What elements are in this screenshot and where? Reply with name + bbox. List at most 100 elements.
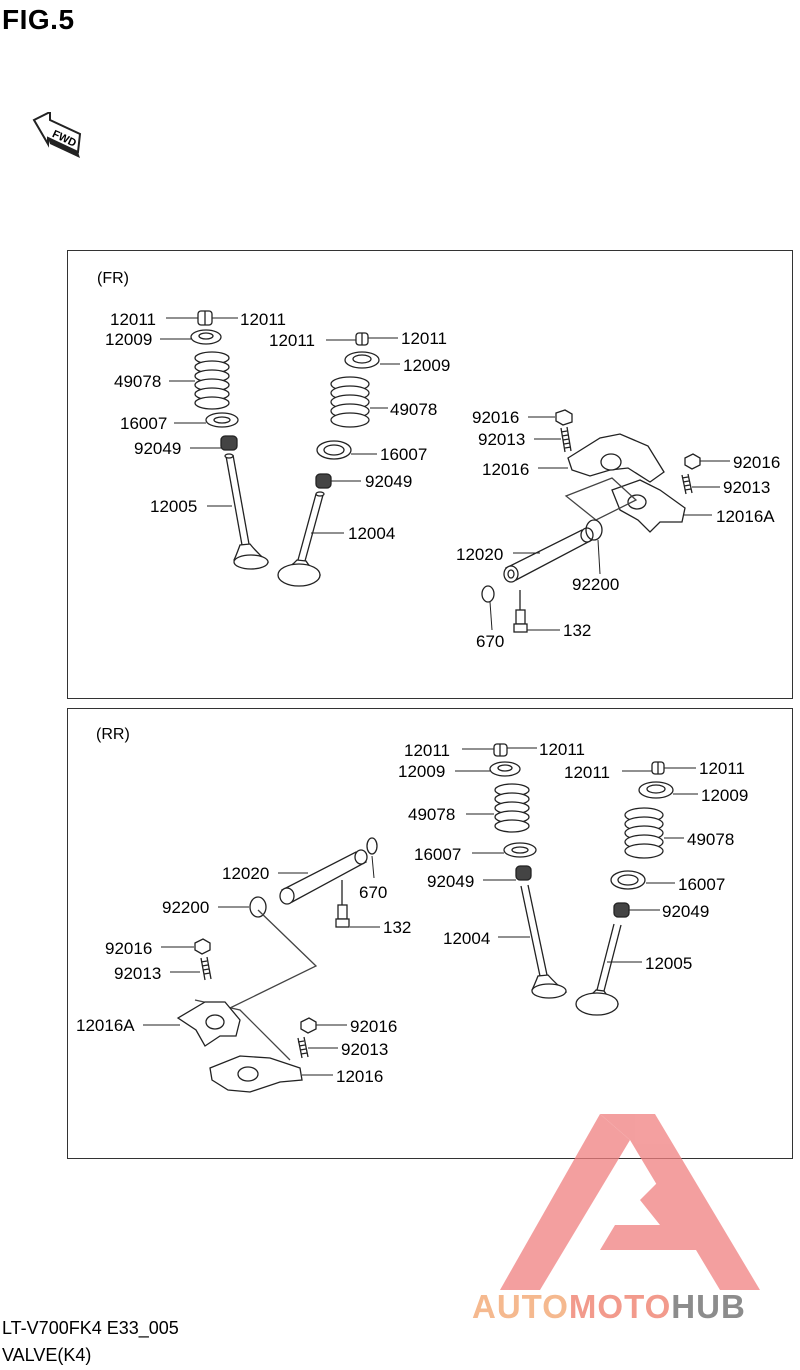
rear-callout-9: 16007 (414, 845, 462, 864)
front-valve-left (224, 453, 270, 570)
rear-callout-14: 92049 (662, 902, 710, 921)
rear-rocker-arm (209, 1055, 303, 1093)
front-adjust-screw-right (681, 473, 693, 495)
front-rocker-arm (567, 433, 665, 483)
front-spring-left (194, 351, 230, 410)
rear-section-label: (RR) (96, 726, 130, 743)
rear-callout-22: 92016 (350, 1017, 398, 1036)
front-callout-8: 49078 (390, 400, 438, 419)
footer-model-code: LT-V700FK4 E33_005 (2, 1318, 179, 1338)
front-adjust-screw-top (560, 426, 572, 453)
front-callout-16: 92049 (365, 472, 413, 491)
rear-shaft-small-oring (366, 837, 378, 855)
rear-spring-seat-left (503, 842, 537, 858)
front-callout-6: 49078 (114, 372, 162, 391)
rear-callout-12: 16007 (678, 875, 726, 894)
rear-nut-top (194, 938, 211, 955)
front-callout-11: 92049 (134, 439, 182, 458)
front-callout-12: 92013 (478, 430, 526, 449)
front-section-label: (FR) (97, 270, 129, 287)
watermark-logo-icon (500, 1114, 760, 1290)
front-callout-22: 92200 (572, 575, 620, 594)
front-callout-23: 132 (563, 621, 592, 640)
rear-callout-23: 92013 (341, 1040, 389, 1059)
rear-callout-18: 92016 (105, 939, 153, 958)
rear-callout-6: 12009 (701, 786, 749, 805)
front-retainer-left (190, 329, 222, 345)
front-callout-15: 92016 (733, 453, 781, 472)
rear-callout-16: 132 (383, 918, 412, 937)
rear-valve-right (575, 923, 622, 1016)
front-callout-7: 12009 (403, 356, 451, 375)
rear-valve-cotter-left (493, 743, 508, 757)
watermark-text: AUTOMOTOHUB (472, 1288, 746, 1326)
rear-nut-right (300, 1017, 317, 1034)
figure-title: FIG.5 (2, 4, 75, 35)
fwd-arrow-icon: FWD (30, 110, 88, 162)
watermark-auto: AUTO (472, 1288, 569, 1325)
front-stem-seal-right (315, 473, 332, 489)
rear-callout-7: 49078 (408, 805, 456, 824)
front-stem-seal-left (220, 435, 238, 451)
front-callout-4: 12011 (269, 331, 316, 350)
rear-callout-11: 92049 (427, 872, 475, 891)
rear-stem-seal-right (613, 902, 630, 918)
rear-callout-5: 12011 (699, 759, 746, 778)
rear-section-panel (67, 708, 793, 1159)
rear-stem-seal-left (515, 865, 532, 881)
front-spring-right (330, 376, 370, 428)
front-valve-cotter-right (355, 332, 369, 346)
front-callout-20: 12004 (348, 524, 396, 543)
front-shaft-oring (585, 519, 603, 541)
rear-callout-24: 12016 (336, 1067, 384, 1086)
rear-callout-15: 92200 (162, 898, 210, 917)
watermark-hub: HUB (671, 1288, 746, 1325)
rear-callout-4: 12011 (564, 763, 611, 782)
front-rocker-shaft (503, 527, 594, 583)
front-section-panel (67, 250, 793, 699)
front-rocker-arm-a (611, 479, 686, 533)
rear-valve-left (520, 884, 568, 999)
rear-valve-cotter-right (651, 761, 665, 775)
front-callout-13: 16007 (380, 445, 428, 464)
rear-callout-10: 12020 (222, 864, 270, 883)
rear-spring-seat-right (610, 870, 646, 890)
front-nut-top (555, 409, 573, 426)
rear-callout-8: 49078 (687, 830, 735, 849)
rear-callout-1: 12011 (404, 741, 451, 760)
front-shaft-bolt (513, 590, 528, 633)
rear-callout-3: 12009 (398, 762, 446, 781)
rear-shaft-oring (249, 896, 267, 918)
rear-spring-left (494, 783, 530, 833)
leader-lines (143, 317, 730, 1076)
front-callout-24: 670 (476, 632, 505, 651)
front-callout-3: 12009 (105, 330, 153, 349)
front-callout-5: 12011 (401, 329, 448, 348)
rear-retainer-left (489, 761, 521, 777)
rear-shaft-bolt (335, 880, 350, 928)
front-callout-2: 12011 (240, 310, 287, 329)
front-shaft-small-oring (481, 585, 495, 603)
front-callout-10: 92016 (472, 408, 520, 427)
rear-callout-17: 12004 (443, 929, 491, 948)
rear-adjust-screw-right (297, 1036, 309, 1059)
rear-rocker-arm-a (176, 1001, 241, 1047)
front-callout-9: 16007 (120, 414, 168, 433)
rear-spring-right (624, 807, 664, 859)
rear-callout-21: 12016A (76, 1016, 135, 1035)
front-retainer-right (344, 351, 380, 369)
front-callout-1: 12011 (110, 310, 157, 329)
front-callout-17: 92013 (723, 478, 771, 497)
watermark-moto: MOTO (568, 1288, 672, 1325)
front-callout-21: 12020 (456, 545, 504, 564)
front-callout-18: 12005 (150, 497, 198, 516)
rear-adjust-screw-top (200, 956, 212, 981)
rear-callout-19: 12005 (645, 954, 693, 973)
rear-rocker-shaft (279, 849, 368, 905)
footer-diagram-name: VALVE(K4) (2, 1345, 92, 1365)
front-spring-seat-left (205, 412, 239, 428)
rear-retainer-right (638, 781, 674, 799)
front-nut-right (684, 453, 701, 470)
front-callout-19: 12016A (716, 507, 775, 526)
